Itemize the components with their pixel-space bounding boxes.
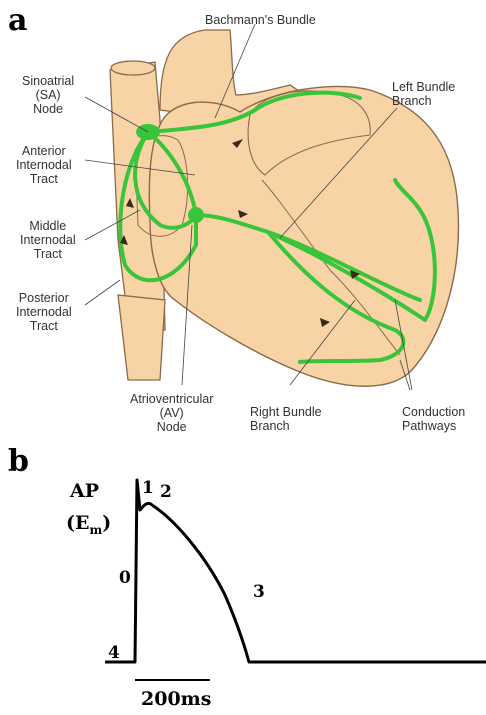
phase-label-2: 2 [160, 484, 172, 501]
phase-label-0: 0 [119, 570, 131, 587]
phase-label-1: 1 [142, 480, 154, 497]
phase-label-4: 4 [108, 645, 120, 662]
time-scale-label: 200ms [141, 690, 211, 709]
phase-label-3: 3 [253, 584, 265, 601]
ap-waveform [105, 480, 486, 662]
